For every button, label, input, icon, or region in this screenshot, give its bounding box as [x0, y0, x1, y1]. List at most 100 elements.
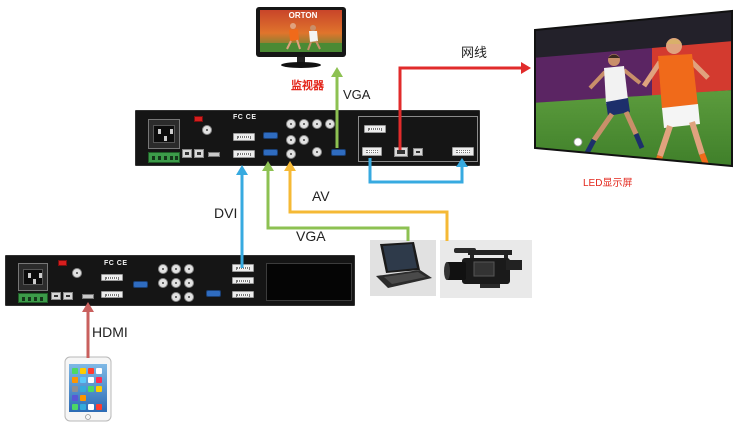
dvi-in-port: [452, 147, 474, 156]
socket-prong: [164, 136, 167, 141]
wire-line: [266, 170, 410, 241]
handle-support: [470, 253, 474, 259]
camcorder-handle: [468, 250, 512, 255]
bnc-connector: [312, 119, 322, 129]
dvi-port: [232, 291, 254, 298]
dvi-port: [101, 291, 123, 298]
vga-port: [206, 290, 221, 297]
power-socket: [18, 263, 48, 291]
terminal-block: [18, 293, 48, 303]
bnc-connector: [286, 135, 296, 145]
bnc-connector: [184, 264, 194, 274]
laptop-vga-label: VGA: [296, 228, 326, 244]
terminal-pin: [28, 297, 31, 301]
upper-video-processor: FC CE: [135, 110, 480, 166]
vga-port: [263, 149, 278, 156]
tablet-app-icons: [72, 368, 102, 410]
camcorder-viewfinder: [506, 260, 522, 270]
monitor-icon: ORTON: [256, 7, 346, 68]
bnc-connector: [184, 278, 194, 288]
bnc-connector: [286, 119, 296, 129]
monitor-player-orange: [286, 23, 301, 50]
camcorder-lcd: [473, 261, 495, 277]
monitor-caption: 监视器: [291, 80, 324, 92]
laptop-icon: [370, 240, 436, 296]
ethernet-port: [182, 149, 192, 158]
arrow-head: [236, 165, 248, 175]
bnc-connector: [286, 149, 296, 159]
bnc-connector: [171, 278, 181, 288]
bnc-connector: [158, 278, 168, 288]
power-socket-inner: [153, 125, 175, 143]
terminal-block: [148, 152, 180, 163]
ethernet-output-port: [394, 147, 408, 157]
socket-prong: [39, 273, 42, 278]
camcorder-lens: [446, 262, 466, 280]
monitor-banner-text: ORTON: [289, 11, 318, 20]
terminal-pin: [158, 156, 161, 160]
terminal-pin: [40, 297, 43, 301]
terminal-pin: [164, 156, 167, 160]
camcorder-base: [480, 284, 500, 288]
ethernet-port: [63, 292, 73, 300]
dvi-port: [232, 277, 254, 284]
socket-prong: [28, 273, 31, 278]
dvi-wire: [236, 165, 248, 268]
dvi-port: [364, 125, 386, 133]
bnc-connector: [171, 292, 181, 302]
socket-prong: [158, 129, 161, 134]
socket-prong: [33, 279, 36, 284]
arrow-head: [521, 62, 531, 74]
certification-mark: FC CE: [104, 260, 128, 267]
power-switch: [194, 116, 203, 122]
dvi-label: DVI: [214, 205, 238, 221]
power-socket: [148, 119, 180, 149]
dvi-port: [233, 133, 255, 141]
terminal-pin: [175, 156, 178, 160]
bnc-connector: [312, 147, 322, 157]
bnc-connector: [299, 119, 309, 129]
vga-output-port: [331, 149, 346, 156]
bnc-connector: [158, 264, 168, 274]
hdmi-port: [208, 152, 220, 157]
bnc-connector: [202, 125, 212, 135]
vga-port: [263, 132, 278, 139]
home-button: [85, 414, 91, 420]
ethernet-port: [51, 292, 61, 300]
player-orange-kit: [641, 38, 711, 166]
dvi-loop-out-port: [362, 147, 382, 156]
vga-laptop-wire: [262, 161, 410, 241]
bnc-connector: [299, 135, 309, 145]
monitor-vga-label: VGA: [343, 87, 371, 102]
player-white-kit: [584, 54, 645, 155]
football: [573, 137, 583, 147]
handle-support: [504, 253, 508, 259]
power-socket-inner: [23, 269, 43, 285]
lens-front: [444, 262, 450, 280]
monitor-player-white: [307, 25, 321, 51]
bnc-connector: [72, 268, 82, 278]
terminal-pin: [22, 297, 25, 301]
certification-mark: FC CE: [233, 114, 257, 121]
terminal-pin: [34, 297, 37, 301]
dvi-output-port: [232, 264, 254, 272]
dvi-port: [101, 274, 123, 281]
bnc-connector: [325, 119, 335, 129]
camcorder-icon: [440, 240, 532, 298]
ethernet-port: [413, 148, 423, 156]
monitor-field: [260, 43, 342, 52]
vga-port: [133, 281, 148, 288]
terminal-pin: [152, 156, 155, 160]
led-screen-icon: [534, 9, 733, 168]
monitor-base: [281, 62, 321, 68]
network-cable-label: 网线: [461, 45, 488, 60]
hdmi-label: HDMI: [92, 324, 128, 340]
dvi-port: [233, 150, 255, 158]
laptop-keyboard: [384, 272, 426, 284]
led-screen-content: [535, 11, 732, 166]
bnc-connector: [171, 264, 181, 274]
led-screen-caption: LED显示屏: [583, 178, 633, 189]
power-switch: [58, 260, 67, 266]
led-screen-frame: [534, 9, 733, 168]
lower-video-processor: FC CE: [5, 255, 355, 306]
